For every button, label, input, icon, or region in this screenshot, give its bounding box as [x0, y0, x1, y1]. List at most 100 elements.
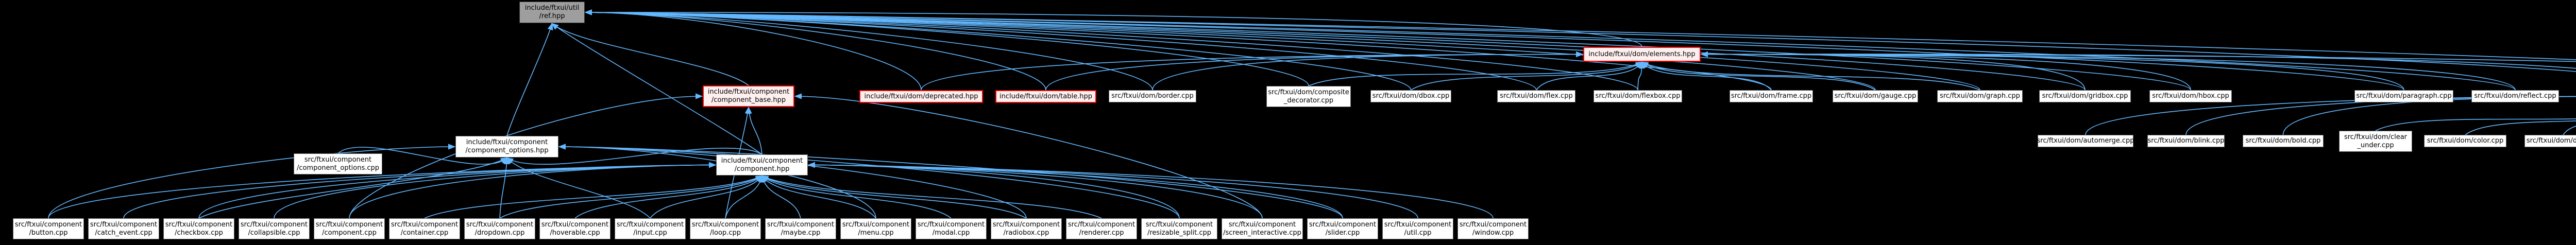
include-edge-input_cpp-to-component_options_hpp — [506, 157, 651, 219]
graph-node-border-cpp[interactable]: src/ftxui/dom/border.cpp — [1109, 90, 1196, 102]
include-edge-table_hpp-to-elements_hpp — [1045, 51, 1584, 91]
node-label: src/ftxui/component — [767, 220, 835, 229]
node-label: /loop.cpp — [710, 229, 741, 237]
graph-node-button-cpp[interactable]: src/ftxui/component/button.cpp — [13, 218, 84, 239]
graph-node-slider-cpp[interactable]: src/ftxui/component/slider.cpp — [1307, 218, 1378, 239]
node-label: src/ftxui/component — [391, 220, 459, 229]
graph-node-graph-cpp[interactable]: src/ftxui/dom/graph.cpp — [1937, 90, 2023, 102]
node-label: /maybe.cpp — [781, 229, 821, 237]
graph-node-bold-cpp[interactable]: src/ftxui/dom/bold.cpp — [2243, 135, 2324, 147]
node-label: src/ftxui/dom/flex.cpp — [1500, 92, 1573, 100]
graph-node-dbox-cpp[interactable]: src/ftxui/dom/dbox.cpp — [1370, 90, 1451, 102]
graph-node-checkbox-cpp[interactable]: src/ftxui/component/checkbox.cpp — [163, 218, 234, 239]
node-label: /slider.cpp — [1325, 229, 1360, 237]
include-edge-radiobox_cpp-to-component_hpp — [760, 175, 1027, 219]
node-label: src/ftxui/dom/gauge.cpp — [1834, 92, 1917, 100]
node-label: src/ftxui/component — [1228, 220, 1296, 229]
graph-node-clear-under-cpp[interactable]: src/ftxui/dom/clear_under.cpp — [2339, 131, 2412, 152]
include-edge-slider_cpp-to-component_options_hpp — [558, 144, 1343, 219]
graph-node-composite-decorator-cpp[interactable]: src/ftxui/dom/composite_decorator.cpp — [1266, 86, 1351, 107]
graph-node-automerge-cpp[interactable]: src/ftxui/dom/automerge.cpp — [2037, 135, 2134, 147]
include-edge-paragraph_cpp-to-elements_hpp — [1700, 51, 2404, 91]
include-edge-container_cpp-to-component_hpp — [424, 176, 764, 219]
include-edge-clear_under_cpp-to-node_decorator_hpp — [2375, 118, 2576, 131]
include-edge-button_cpp-to-component_options_hpp — [48, 144, 456, 219]
graph-node-blink-cpp[interactable]: src/ftxui/dom/blink.cpp — [2147, 135, 2225, 147]
graph-node-window-cpp[interactable]: src/ftxui/component/window.cpp — [1458, 218, 1529, 239]
node-label: src/ftxui/dom/color.cpp — [2427, 137, 2504, 145]
include-edge-util_cpp-to-component_hpp — [807, 162, 1418, 219]
graph-node-dropdown-cpp[interactable]: src/ftxui/component/dropdown.cpp — [464, 218, 535, 239]
include-edge-window_cpp-to-component_hpp — [807, 162, 1494, 219]
node-label: src/ftxui/dom/dim.cpp — [2526, 137, 2576, 145]
graph-node-component-hpp[interactable]: include/ftxui/component/component.hpp — [716, 154, 808, 176]
graph-node-container-cpp[interactable]: src/ftxui/component/container.cpp — [389, 218, 460, 239]
graph-node-component-options-hpp[interactable]: include/ftxui/component/component_option… — [455, 136, 558, 157]
graph-node-frame-cpp[interactable]: src/ftxui/dom/frame.cpp — [1730, 90, 1813, 102]
include-edge-component_cpp-to-component_hpp — [349, 162, 717, 219]
node-label: src/ftxui/component — [1309, 220, 1377, 229]
node-label: /dropdown.cpp — [474, 229, 525, 237]
graph-node-elements-hpp[interactable]: include/ftxui/dom/elements.hpp — [1583, 47, 1701, 62]
node-label: src/ftxui/component — [304, 155, 372, 164]
graph-node-renderer-cpp[interactable]: src/ftxui/component/renderer.cpp — [1066, 218, 1137, 239]
graph-node-catch-event-cpp[interactable]: src/ftxui/component/catch_event.cpp — [88, 218, 159, 239]
graph-node-component-base-hpp[interactable]: include/ftxui/component/component_base.h… — [703, 85, 794, 107]
node-label: /ref.hpp — [539, 12, 565, 20]
graph-node-modal-cpp[interactable]: src/ftxui/component/modal.cpp — [916, 218, 987, 239]
include-edge-modal_cpp-to-component_hpp — [761, 175, 952, 219]
node-label: /component.cpp — [322, 229, 377, 237]
include-edge-node_decorator_hpp-to-elements_hpp — [1700, 51, 2576, 69]
graph-node-radiobox-cpp[interactable]: src/ftxui/component/radiobox.cpp — [991, 218, 1062, 239]
graph-node-resizable-split-cpp[interactable]: src/ftxui/component/resizable_split.cpp — [1141, 218, 1217, 239]
graph-node-gridbox-cpp[interactable]: src/ftxui/dom/gridbox.cpp — [2039, 90, 2131, 102]
graph-node-color-cpp[interactable]: src/ftxui/dom/color.cpp — [2424, 135, 2506, 147]
graph-node-dim-cpp[interactable]: src/ftxui/dom/dim.cpp — [2524, 135, 2576, 147]
graph-node-paragraph-cpp[interactable]: src/ftxui/dom/paragraph.cpp — [2354, 90, 2453, 102]
node-label: src/ftxui/component — [917, 220, 985, 229]
include-edge-renderer_cpp-to-component_hpp — [760, 176, 1102, 219]
include-edge-composite_decorator_cpp-to-ref_hpp — [584, 9, 1309, 86]
graph-node-hoverable-cpp[interactable]: src/ftxui/component/hoverable.cpp — [539, 218, 611, 239]
node-label: src/ftxui/dom/dbox.cpp — [1372, 92, 1450, 100]
node-label: /renderer.cpp — [1079, 229, 1124, 237]
node-label: /component_options.cpp — [296, 164, 380, 172]
include-edge-checkbox_cpp-to-component_options_hpp — [198, 157, 509, 219]
graph-node-reflect-cpp[interactable]: src/ftxui/dom/reflect.cpp — [2471, 90, 2559, 102]
graph-node-maybe-cpp[interactable]: src/ftxui/component/maybe.cpp — [765, 218, 836, 239]
node-label: src/ftxui/component — [466, 220, 534, 229]
include-edge-catch_event_cpp-to-component_hpp — [123, 162, 717, 219]
node-label: src/ftxui/dom/automerge.cpp — [2037, 137, 2134, 145]
node-label: src/ftxui/component — [1145, 220, 1213, 229]
node-label: src/ftxui/component — [691, 220, 759, 229]
node-label: /catch_event.cpp — [95, 229, 152, 237]
include-edge-component_base_hpp-to-ref_hpp — [551, 23, 749, 86]
graph-node-loop-cpp[interactable]: src/ftxui/component/loop.cpp — [690, 218, 761, 239]
graph-node-collapsible-cpp[interactable]: src/ftxui/component/collapsible.cpp — [239, 218, 310, 239]
graph-node-screen-interactive-cpp[interactable]: src/ftxui/component/screen_interactive.c… — [1222, 218, 1303, 239]
node-label: src/ftxui/component — [842, 220, 910, 229]
graph-node-flexbox-cpp[interactable]: src/ftxui/dom/flexbox.cpp — [1594, 90, 1682, 102]
graph-node-menu-cpp[interactable]: src/ftxui/component/menu.cpp — [840, 218, 911, 239]
graph-node-table-hpp[interactable]: include/ftxui/dom/table.hpp — [995, 90, 1096, 103]
graph-node-util-cpp[interactable]: src/ftxui/component/util.cpp — [1382, 218, 1453, 239]
graph-node-hbox-cpp[interactable]: src/ftxui/dom/hbox.cpp — [2149, 90, 2232, 102]
node-label: src/ftxui/dom/paragraph.cpp — [2356, 92, 2452, 100]
graph-node-ref-hpp[interactable]: include/ftxui/util/ref.hpp — [519, 2, 585, 23]
node-label: src/ftxui/dom/reflect.cpp — [2474, 92, 2556, 100]
include-edge-canvas_cpp-to-ref_hpp — [584, 9, 2576, 60]
node-label: /modal.cpp — [932, 229, 970, 237]
graph-node-input-cpp[interactable]: src/ftxui/component/input.cpp — [615, 218, 686, 239]
include-edge-frame_cpp-to-elements_hpp — [1641, 61, 1772, 91]
graph-node-gauge-cpp[interactable]: src/ftxui/dom/gauge.cpp — [1833, 90, 1918, 102]
graph-node-component-options-cpp[interactable]: src/ftxui/component/component_options.cp… — [294, 153, 382, 174]
graph-node-deprecated-hpp[interactable]: include/ftxui/dom/deprecated.hpp — [859, 90, 983, 103]
node-label: src/ftxui/dom/gridbox.cpp — [2042, 92, 2128, 100]
node-label: src/ftxui/component — [541, 220, 609, 229]
node-label: /container.cpp — [400, 229, 449, 237]
node-label: /util.cpp — [1404, 229, 1432, 237]
graph-node-flex-cpp[interactable]: src/ftxui/dom/flex.cpp — [1497, 90, 1575, 102]
node-label: include/ftxui/component — [466, 138, 548, 146]
node-label: src/ftxui/component — [240, 220, 308, 229]
graph-node-component-cpp[interactable]: src/ftxui/component/component.cpp — [314, 218, 385, 239]
